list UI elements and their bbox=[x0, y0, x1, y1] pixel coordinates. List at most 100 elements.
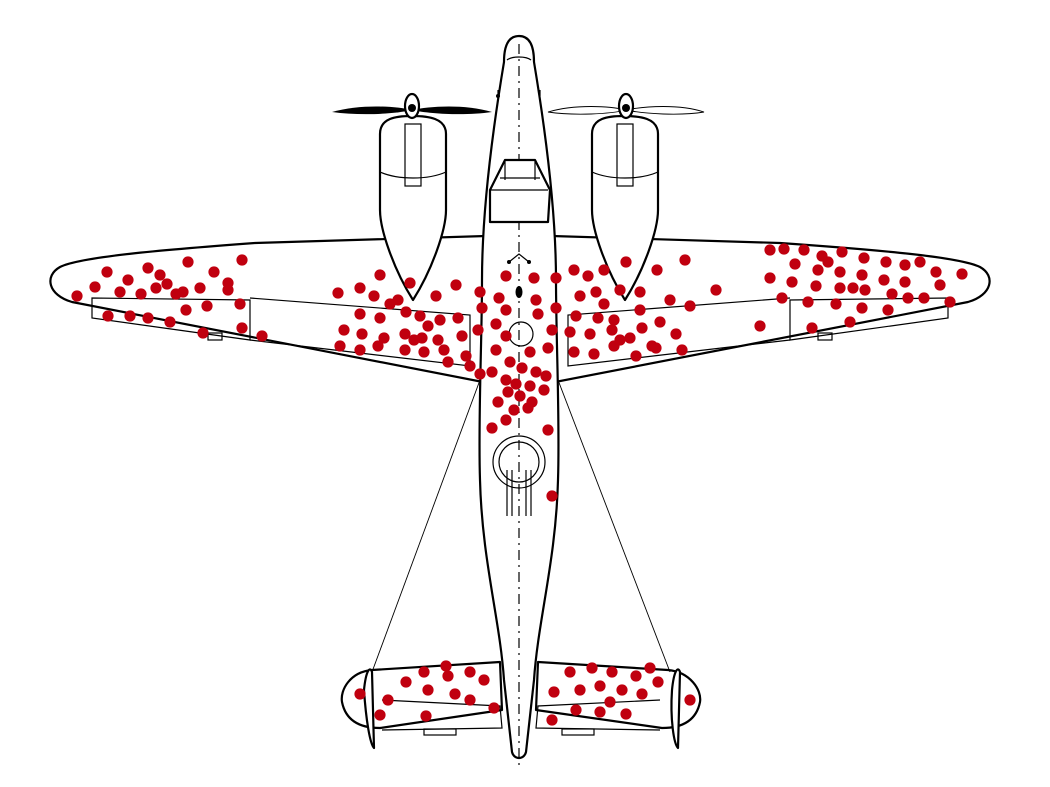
hit-marker-right-wing bbox=[899, 259, 911, 271]
hit-marker-right-inboard bbox=[592, 312, 604, 324]
hit-marker-left-wing bbox=[180, 304, 192, 316]
hit-marker-fuselage bbox=[516, 362, 528, 374]
hit-marker-right-inboard bbox=[630, 350, 642, 362]
hit-marker-fuselage bbox=[540, 370, 552, 382]
hit-marker-right-wing bbox=[899, 276, 911, 288]
hit-marker-left-inboard bbox=[422, 320, 434, 332]
hit-marker-left-wing bbox=[201, 300, 213, 312]
hit-marker-tailplane-left bbox=[478, 674, 490, 686]
hit-marker-right-inboard bbox=[679, 254, 691, 266]
hit-marker-right-inboard bbox=[654, 316, 666, 328]
hit-marker-right-wing bbox=[786, 276, 798, 288]
hit-marker-right-inboard bbox=[608, 314, 620, 326]
hit-marker-right-wing bbox=[886, 288, 898, 300]
hit-marker-right-inboard bbox=[546, 324, 558, 336]
hit-marker-left-wing bbox=[208, 266, 220, 278]
right-engine-nacelle bbox=[590, 114, 660, 302]
hit-marker-right-inboard bbox=[651, 264, 663, 276]
left-aileron-tab bbox=[207, 332, 223, 341]
hit-marker-tailplane-right bbox=[620, 708, 632, 720]
hit-marker-right-inboard bbox=[574, 290, 586, 302]
hit-marker-left-wing bbox=[122, 274, 134, 286]
hit-marker-left-wing bbox=[150, 282, 162, 294]
hit-marker-left-wing bbox=[142, 262, 154, 274]
hit-marker-fuselage bbox=[490, 344, 502, 356]
hit-marker-right-wing bbox=[856, 269, 868, 281]
bullet-hit-markers bbox=[71, 243, 968, 726]
hit-marker-right-wing bbox=[944, 296, 956, 308]
hit-marker-tailplane-right bbox=[570, 704, 582, 716]
hit-marker-right-wing bbox=[830, 298, 842, 310]
hit-marker-left-inboard bbox=[442, 356, 454, 368]
hit-marker-fuselage bbox=[504, 356, 516, 368]
hit-marker-tailplane-left bbox=[418, 666, 430, 678]
hit-marker-tailplane-left bbox=[382, 694, 394, 706]
hit-marker-fuselage bbox=[524, 346, 536, 358]
hit-marker-right-wing bbox=[806, 322, 818, 334]
nose-light bbox=[496, 94, 500, 98]
hit-marker-tailplane-left bbox=[442, 670, 454, 682]
hit-marker-right-inboard bbox=[584, 328, 596, 340]
hit-marker-left-inboard bbox=[450, 279, 462, 291]
left-cowling-line bbox=[379, 171, 447, 179]
hit-marker-left-inboard bbox=[399, 344, 411, 356]
hit-marker-right-wing bbox=[710, 284, 722, 296]
hit-marker-left-inboard bbox=[332, 287, 344, 299]
hit-marker-right-wing bbox=[930, 266, 942, 278]
antenna bbox=[508, 253, 530, 263]
hit-marker-left-inboard bbox=[430, 290, 442, 302]
hit-marker-right-wing bbox=[882, 304, 894, 316]
hit-marker-left-wing bbox=[222, 277, 234, 289]
hit-marker-left-wing bbox=[164, 316, 176, 328]
nose-cap bbox=[506, 56, 532, 61]
hit-marker-left-wing bbox=[154, 269, 166, 281]
hit-marker-right-inboard bbox=[598, 264, 610, 276]
hit-marker-fuselage bbox=[500, 330, 512, 342]
hit-marker-left-inboard bbox=[338, 324, 350, 336]
hit-marker-right-wing bbox=[934, 279, 946, 291]
hit-marker-fuselage bbox=[510, 378, 522, 390]
right-propeller bbox=[547, 92, 705, 120]
hit-marker-fuselage bbox=[522, 402, 534, 414]
hit-marker-tailplane-right bbox=[546, 714, 558, 726]
hit-marker-right-wing bbox=[764, 244, 776, 256]
hit-marker-right-wing bbox=[834, 266, 846, 278]
hit-marker-fuselage bbox=[492, 396, 504, 408]
hit-marker-right-inboard bbox=[614, 334, 626, 346]
hit-marker-fuselage bbox=[502, 386, 514, 398]
left-elevator-tab bbox=[423, 728, 457, 736]
hit-marker-right-inboard bbox=[650, 342, 662, 354]
hit-marker-left-wing bbox=[124, 310, 136, 322]
hit-marker-fuselage bbox=[514, 390, 526, 402]
tail-cone-lines bbox=[501, 659, 537, 751]
right-elevator bbox=[535, 699, 661, 731]
right-fin bbox=[670, 668, 682, 750]
hit-marker-left-inboard bbox=[374, 269, 386, 281]
hit-marker-right-inboard bbox=[590, 286, 602, 298]
hit-marker-left-wing bbox=[197, 327, 209, 339]
hit-marker-right-wing bbox=[778, 243, 790, 255]
canopy-frame bbox=[490, 160, 548, 191]
hit-marker-tailplane-right bbox=[574, 684, 586, 696]
hit-marker-fuselage bbox=[546, 490, 558, 502]
hit-marker-right-inboard bbox=[620, 256, 632, 268]
hit-marker-left-inboard bbox=[474, 286, 486, 298]
hit-marker-tailplane-right bbox=[644, 662, 656, 674]
left-fin bbox=[362, 668, 376, 750]
hit-marker-right-wing bbox=[847, 282, 859, 294]
hit-marker-tailplane-left bbox=[488, 702, 500, 714]
hit-marker-tailplane-right bbox=[636, 688, 648, 700]
hit-marker-left-wing bbox=[236, 322, 248, 334]
right-engine-exhaust bbox=[616, 123, 634, 187]
hit-marker-right-wing bbox=[789, 258, 801, 270]
left-engine-nacelle bbox=[378, 114, 448, 302]
hit-marker-right-wing bbox=[880, 256, 892, 268]
hit-marker-left-inboard bbox=[354, 282, 366, 294]
hit-marker-tailplane-left bbox=[464, 666, 476, 678]
hit-marker-fuselage bbox=[530, 294, 542, 306]
hit-marker-fuselage bbox=[500, 374, 512, 386]
hit-marker-left-inboard bbox=[472, 324, 484, 336]
hit-marker-right-wing bbox=[902, 292, 914, 304]
